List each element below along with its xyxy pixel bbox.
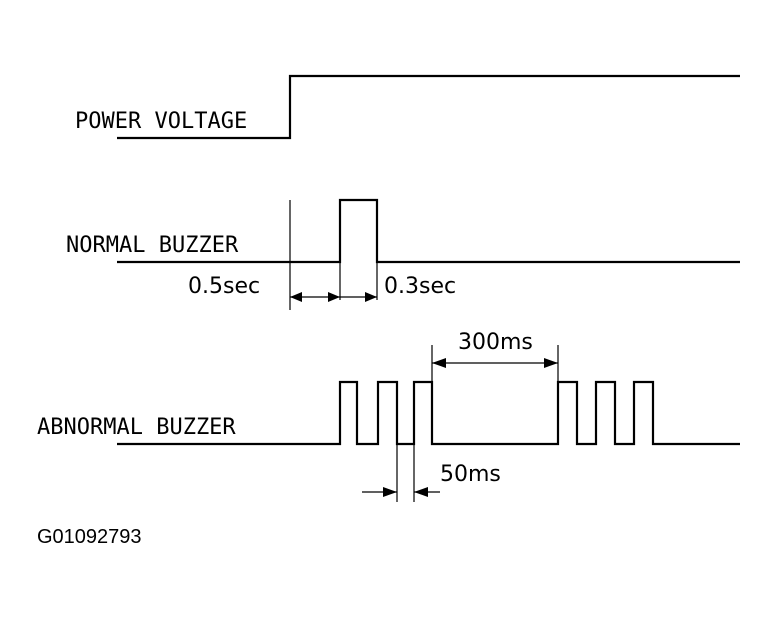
abnormal-buzzer-waveform	[117, 380, 740, 446]
abnormal-buzzer-label: ABNORMAL BUZZER	[37, 415, 236, 440]
power-voltage-signal: POWER VOLTAGE	[75, 74, 740, 140]
normal-buzzer-signal: NORMAL BUZZER 0.5sec 0.3sec	[66, 198, 740, 310]
normal-buzzer-waveform	[117, 198, 740, 264]
normal-delay-label: 0.5sec	[188, 274, 260, 299]
normal-pulse-label: 0.3sec	[384, 274, 456, 299]
normal-delay-dimension	[290, 292, 340, 302]
abnormal-pulse-label: 50ms	[440, 462, 501, 487]
abnormal-buzzer-signal: ABNORMAL BUZZER 300ms 50ms	[37, 330, 740, 502]
abnormal-pulse-dimension	[362, 487, 440, 497]
power-voltage-waveform	[117, 74, 740, 140]
normal-buzzer-label: NORMAL BUZZER	[66, 233, 239, 258]
abnormal-gap-dimension	[432, 358, 558, 368]
normal-pulse-dimension	[340, 292, 377, 302]
figure-code: G01092793	[37, 526, 142, 548]
power-voltage-label: POWER VOLTAGE	[75, 109, 247, 134]
abnormal-gap-label: 300ms	[458, 330, 533, 355]
